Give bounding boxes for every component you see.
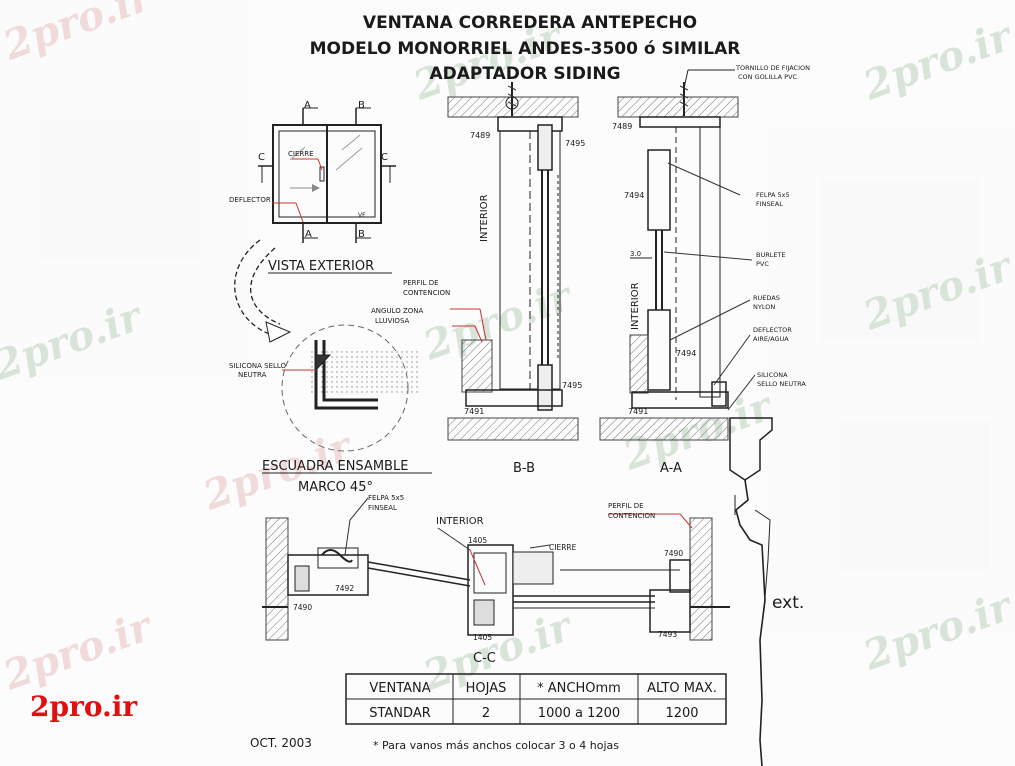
section-bb-title: B-B xyxy=(513,461,535,476)
ruedas-label: NYLON xyxy=(753,303,775,311)
section-cc xyxy=(262,497,730,641)
brand-logo: 2pro.ir xyxy=(30,690,138,723)
spec-table xyxy=(345,673,727,725)
interior-label: INTERIOR xyxy=(630,282,641,330)
ruedas-label: RUEDAS xyxy=(753,294,780,302)
exterior-view-labels: A B A B C C CIERRE DEFLECTOR VF VISTA EX… xyxy=(229,100,392,274)
marco-label: MARCO 45° xyxy=(298,480,373,495)
perfil-label: PERFIL DE xyxy=(403,279,439,287)
felpa-label: FELPA 5x5 xyxy=(756,191,790,199)
table-cell: 1000 a 1200 xyxy=(538,706,620,721)
exterior-view xyxy=(234,107,396,343)
table-header: * ANCHOmm xyxy=(537,681,621,696)
table-cell: 2 xyxy=(482,706,490,721)
silicona-label: SILICONA SELLO xyxy=(229,362,287,370)
table-cell: 1200 xyxy=(665,706,698,721)
part-7491: 7491 xyxy=(628,407,648,416)
title-line-3: ADAPTADOR SIDING xyxy=(429,64,620,84)
interior-label: INTERIOR xyxy=(436,516,484,527)
burlete-label: PVC xyxy=(756,260,769,268)
part-1405: 1405 xyxy=(468,536,487,545)
part-7491: 7491 xyxy=(464,407,484,416)
escuadra-labels: ESCUADRA ENSAMBLE MARCO 45° xyxy=(262,459,432,495)
deflector-label: DEFLECTOR xyxy=(229,196,271,204)
vf-label: VF xyxy=(358,212,366,219)
section-bb xyxy=(447,82,579,441)
cut-label-a: A xyxy=(304,100,311,111)
part-7490: 7490 xyxy=(664,549,683,558)
table-cell: STANDAR xyxy=(369,706,431,721)
table-header: HOJAS xyxy=(466,681,507,696)
section-aa xyxy=(599,69,773,766)
cut-label-b: B xyxy=(358,100,365,111)
part-7490: 7490 xyxy=(293,603,312,612)
title-block: VENTANA CORREDERA ANTEPECHO MODELO MONOR… xyxy=(310,13,741,84)
interior-label: INTERIOR xyxy=(479,194,490,242)
date-label: OCT. 2003 xyxy=(250,736,312,750)
deflector-label: AIRE/AGUA xyxy=(753,335,789,343)
felpa-label: FELPA 5x5 xyxy=(368,494,404,502)
felpa-label: FINSEAL xyxy=(368,504,397,512)
part-1405: 1405 xyxy=(473,633,492,642)
cut-label-c: C xyxy=(258,152,265,163)
cut-label-a: A xyxy=(305,229,312,240)
section-cc-title: C-C xyxy=(473,651,496,666)
ext-label: ext. xyxy=(772,593,804,613)
part-7495: 7495 xyxy=(565,139,585,148)
perfil-label: PERFIL DE xyxy=(608,502,644,510)
angulo-label: ANGULO ZONA xyxy=(371,307,423,315)
title-line-1: VENTANA CORREDERA ANTEPECHO xyxy=(363,13,697,33)
cierre-label: CIERRE xyxy=(288,150,314,158)
corner-detail-labels: SILICONA SELLO NEUTRA xyxy=(229,362,287,379)
deflector-label: DEFLECTOR xyxy=(753,326,792,334)
part-7493: 7493 xyxy=(658,630,677,639)
escuadra-label: ESCUADRA ENSAMBLE xyxy=(262,459,408,474)
table-header: ALTO MAX. xyxy=(647,681,717,696)
tornillo-label: CON GOLILLA PVC xyxy=(738,73,798,81)
footnote: * Para vanos más anchos colocar 3 o 4 ho… xyxy=(373,739,619,752)
section-bb-labels: 7489 7495 7495 7491 INTERIOR PERFIL DE C… xyxy=(371,131,585,476)
silicona-label: NEUTRA xyxy=(238,371,267,379)
cut-label-b: B xyxy=(358,229,365,240)
vista-exterior-label: VISTA EXTERIOR xyxy=(268,259,374,274)
spec-table-text: VENTANA HOJAS * ANCHOmm ALTO MAX. STANDA… xyxy=(369,681,717,721)
angulo-label: LLUVIOSA xyxy=(375,317,410,325)
dimension-label: 3.0 xyxy=(630,250,641,258)
perfil-label: CONTENCION xyxy=(608,512,655,520)
section-aa-labels: TORNILLO DE FIJACION CON GOLILLA PVC 748… xyxy=(612,64,810,476)
cut-label-c: C xyxy=(381,152,388,163)
section-aa-title: A-A xyxy=(660,461,682,476)
part-7495: 7495 xyxy=(562,381,582,390)
part-7494: 7494 xyxy=(676,349,696,358)
part-7492: 7492 xyxy=(335,584,354,593)
silicona-label: SELLO NEUTRA xyxy=(757,380,806,388)
part-7489: 7489 xyxy=(612,122,632,131)
title-line-2: MODELO MONORRIEL ANDES-3500 ó SIMILAR xyxy=(310,39,741,59)
tornillo-label: TORNILLO DE FIJACION xyxy=(735,64,810,72)
part-7489: 7489 xyxy=(470,131,490,140)
felpa-label: FINSEAL xyxy=(756,200,783,208)
section-cc-labels: FELPA 5x5 FINSEAL INTERIOR 1405 1405 CIE… xyxy=(293,494,683,666)
perfil-label: CONTENCION xyxy=(403,289,450,297)
burlete-label: BURLETE xyxy=(756,251,786,259)
corner-detail xyxy=(281,324,419,452)
part-7494: 7494 xyxy=(624,191,644,200)
cierre-label: CIERRE xyxy=(549,543,577,552)
silicona-label: SILICONA xyxy=(757,371,788,379)
table-header: VENTANA xyxy=(369,681,430,696)
